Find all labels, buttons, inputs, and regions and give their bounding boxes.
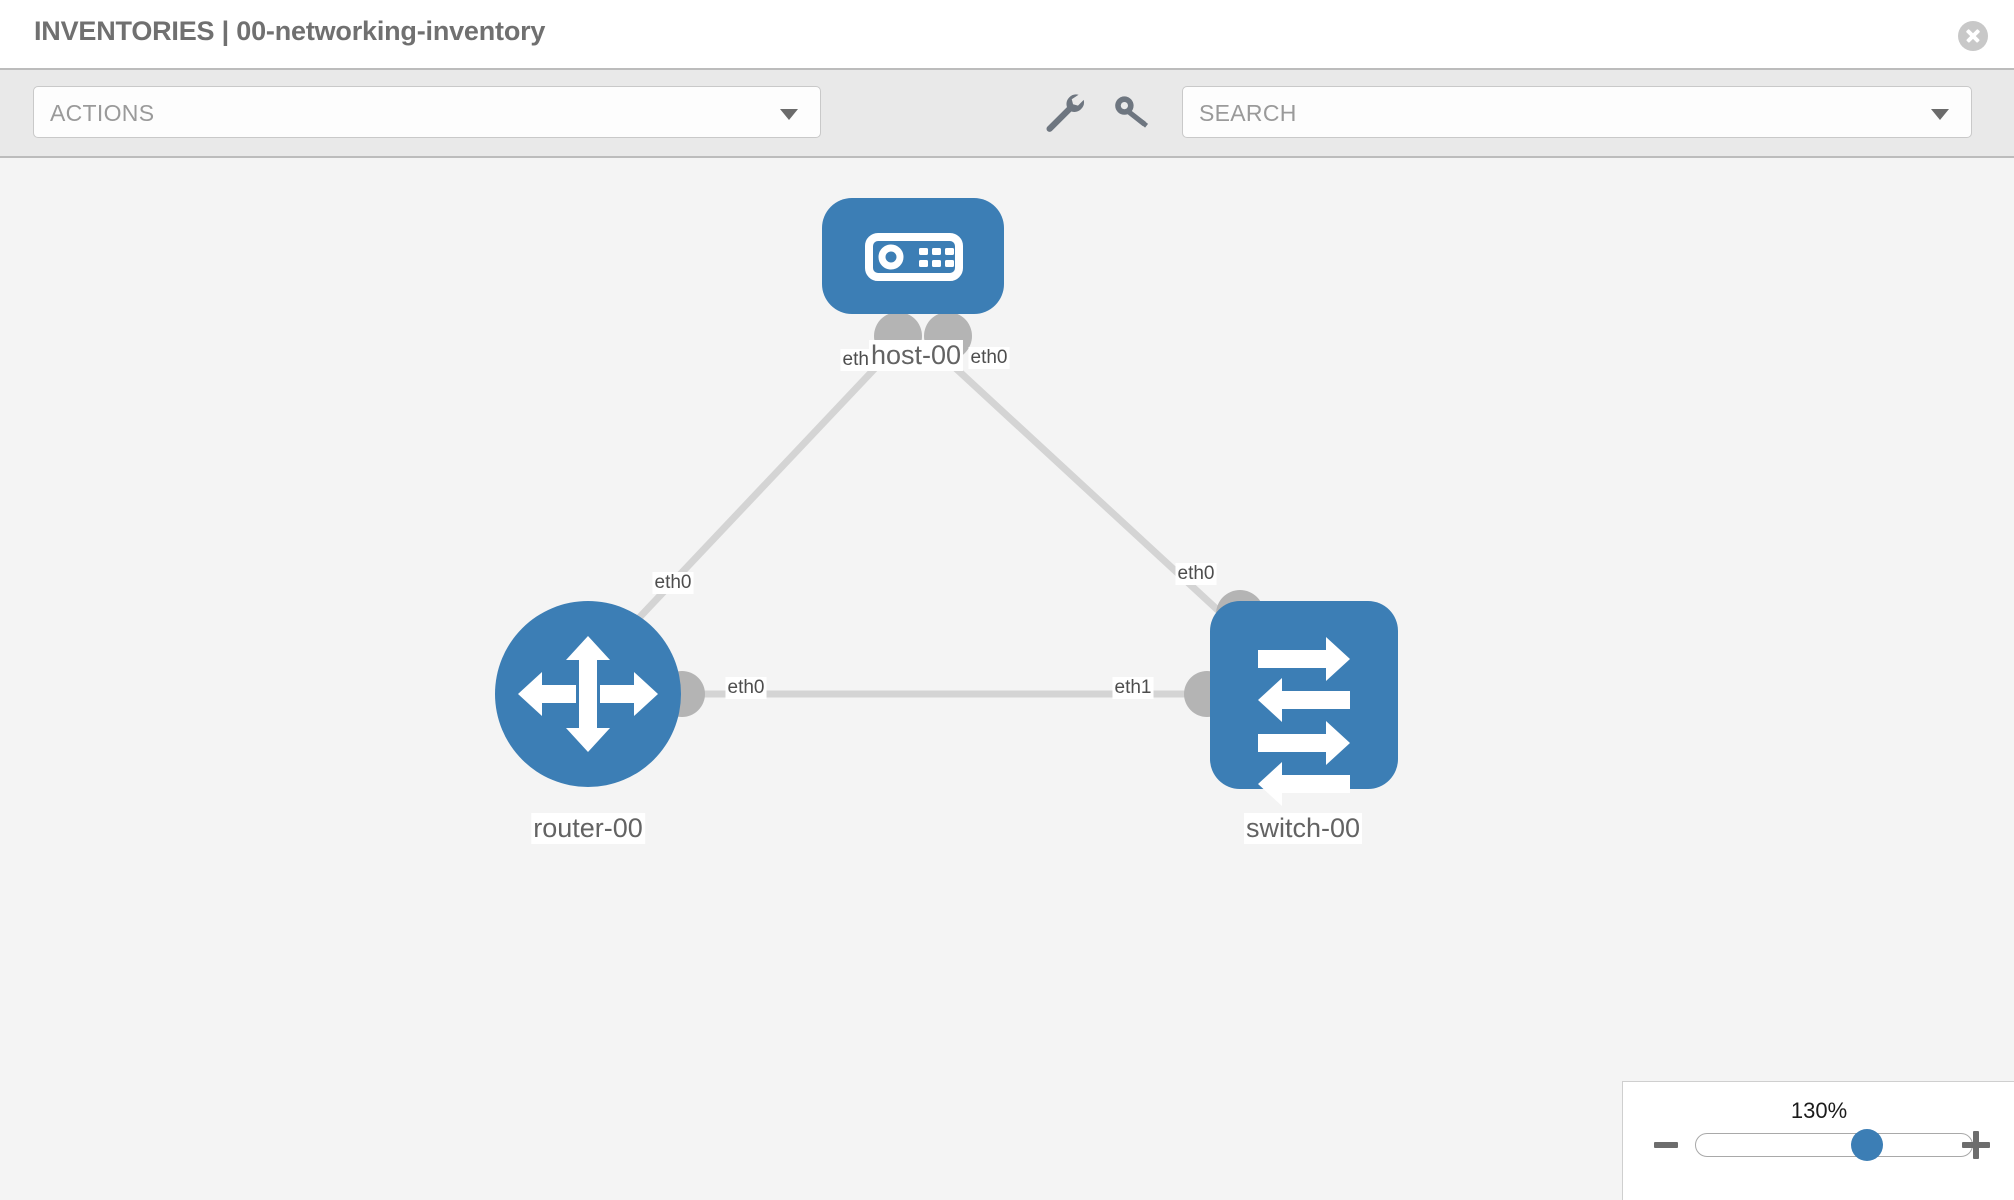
node-switch-00[interactable]	[1210, 601, 1398, 806]
search-input[interactable]: SEARCH	[1182, 86, 1972, 138]
interface-label: eth0	[1175, 563, 1217, 585]
search-placeholder: SEARCH	[1199, 100, 1297, 126]
topology-graph	[495, 198, 1398, 806]
zoom-control-panel: 130%	[1622, 1081, 2014, 1200]
node-label-switch-00: switch-00	[1243, 813, 1363, 844]
interface-label: eth1	[1112, 677, 1154, 699]
page-header: INVENTORIES | 00-networking-inventory	[0, 0, 2014, 68]
minus-icon[interactable]	[1654, 1142, 1678, 1148]
chevron-down-icon	[780, 109, 798, 120]
link-host00-router00[interactable]	[617, 360, 883, 641]
zoom-percent-label: 130%	[1790, 1098, 1848, 1123]
switch-arrows-icon	[1258, 637, 1350, 806]
router-arrows-icon	[518, 636, 658, 752]
node-label-host-00: host-00	[868, 340, 964, 371]
plus-icon[interactable]	[1962, 1131, 1990, 1159]
wrench-icon[interactable]	[1040, 88, 1088, 136]
zoom-slider-thumb[interactable]	[1851, 1129, 1884, 1161]
actions-dropdown-label: ACTIONS	[50, 100, 155, 126]
key-icon[interactable]	[1108, 88, 1156, 136]
zoom-slider[interactable]	[1695, 1129, 1973, 1161]
interface-label: eth0	[968, 347, 1010, 369]
link-host00-switch00[interactable]	[947, 360, 1251, 641]
interface-label: eth0	[652, 572, 694, 594]
node-host-00[interactable]	[822, 198, 1004, 314]
node-router-00[interactable]	[495, 601, 681, 787]
close-icon[interactable]	[1958, 21, 1988, 51]
topology-canvas[interactable]: eth0 eth0 eth0 eth0 eth0 eth1 host-00 ro…	[0, 158, 2014, 1200]
actions-dropdown[interactable]: ACTIONS	[33, 86, 821, 138]
chevron-down-icon[interactable]	[1931, 109, 1949, 120]
node-label-router-00: router-00	[531, 813, 645, 844]
topology-links	[617, 360, 1255, 698]
page-title: INVENTORIES | 00-networking-inventory	[34, 16, 546, 46]
toolbar: ACTIONS SEARCH	[0, 68, 2014, 158]
plus-icon-vertical	[1973, 1131, 1979, 1159]
server-icon	[865, 233, 963, 281]
interface-label: eth0	[725, 677, 767, 699]
